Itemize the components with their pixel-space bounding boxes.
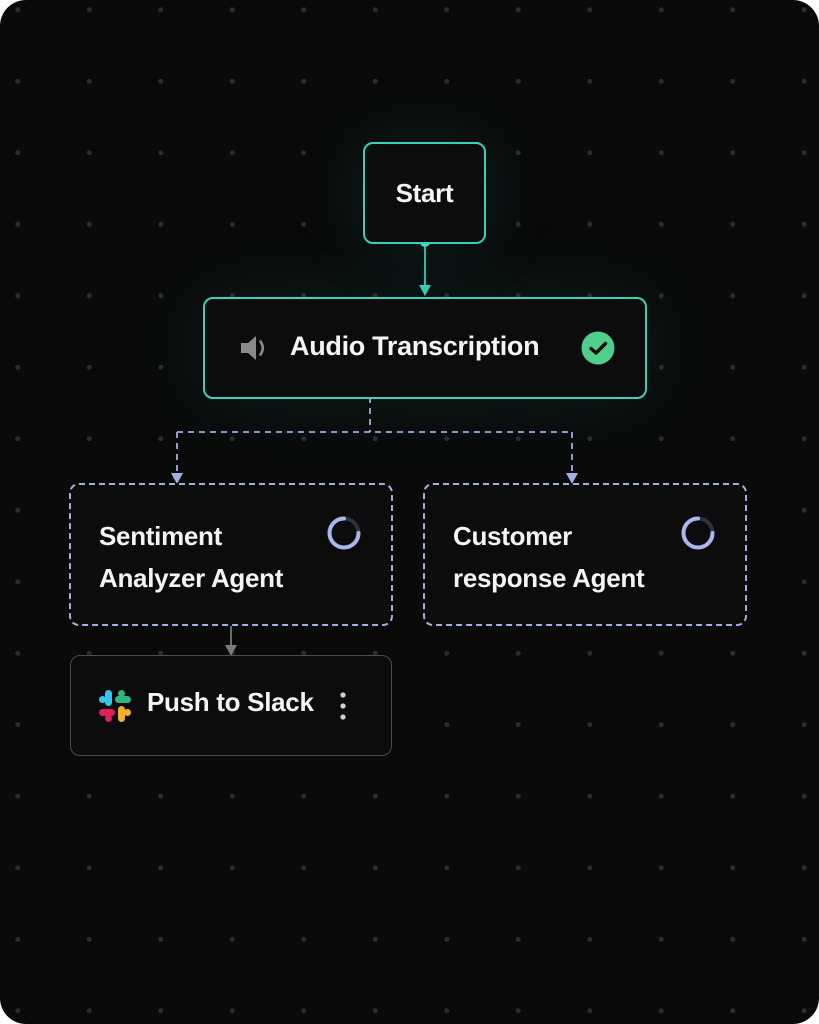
node-sentiment-analyzer-agent[interactable]: Sentiment Analyzer Agent [69, 483, 393, 626]
check-circle-icon [581, 331, 615, 365]
node-audio-transcription[interactable]: Audio Transcription [203, 297, 647, 399]
spinner-icon [327, 516, 361, 550]
edge-start-to-audio [419, 237, 431, 296]
node-customer-response-agent[interactable]: Customer response Agent [423, 483, 747, 626]
node-push-to-slack-label: Push to Slack [147, 687, 314, 717]
node-customer-response-agent-label: Customer response Agent [453, 521, 645, 593]
node-start-label: Start [395, 177, 454, 208]
kebab-menu-icon[interactable] [336, 691, 350, 721]
node-push-to-slack[interactable]: Push to Slack [70, 655, 392, 756]
spinner-icon [681, 516, 715, 550]
node-start[interactable]: Start [363, 142, 486, 244]
node-audio-transcription-label: Audio Transcription [290, 331, 540, 361]
speaker-icon [241, 336, 265, 360]
node-sentiment-analyzer-agent-label: Sentiment Analyzer Agent [99, 521, 284, 593]
slack-icon [99, 690, 131, 722]
